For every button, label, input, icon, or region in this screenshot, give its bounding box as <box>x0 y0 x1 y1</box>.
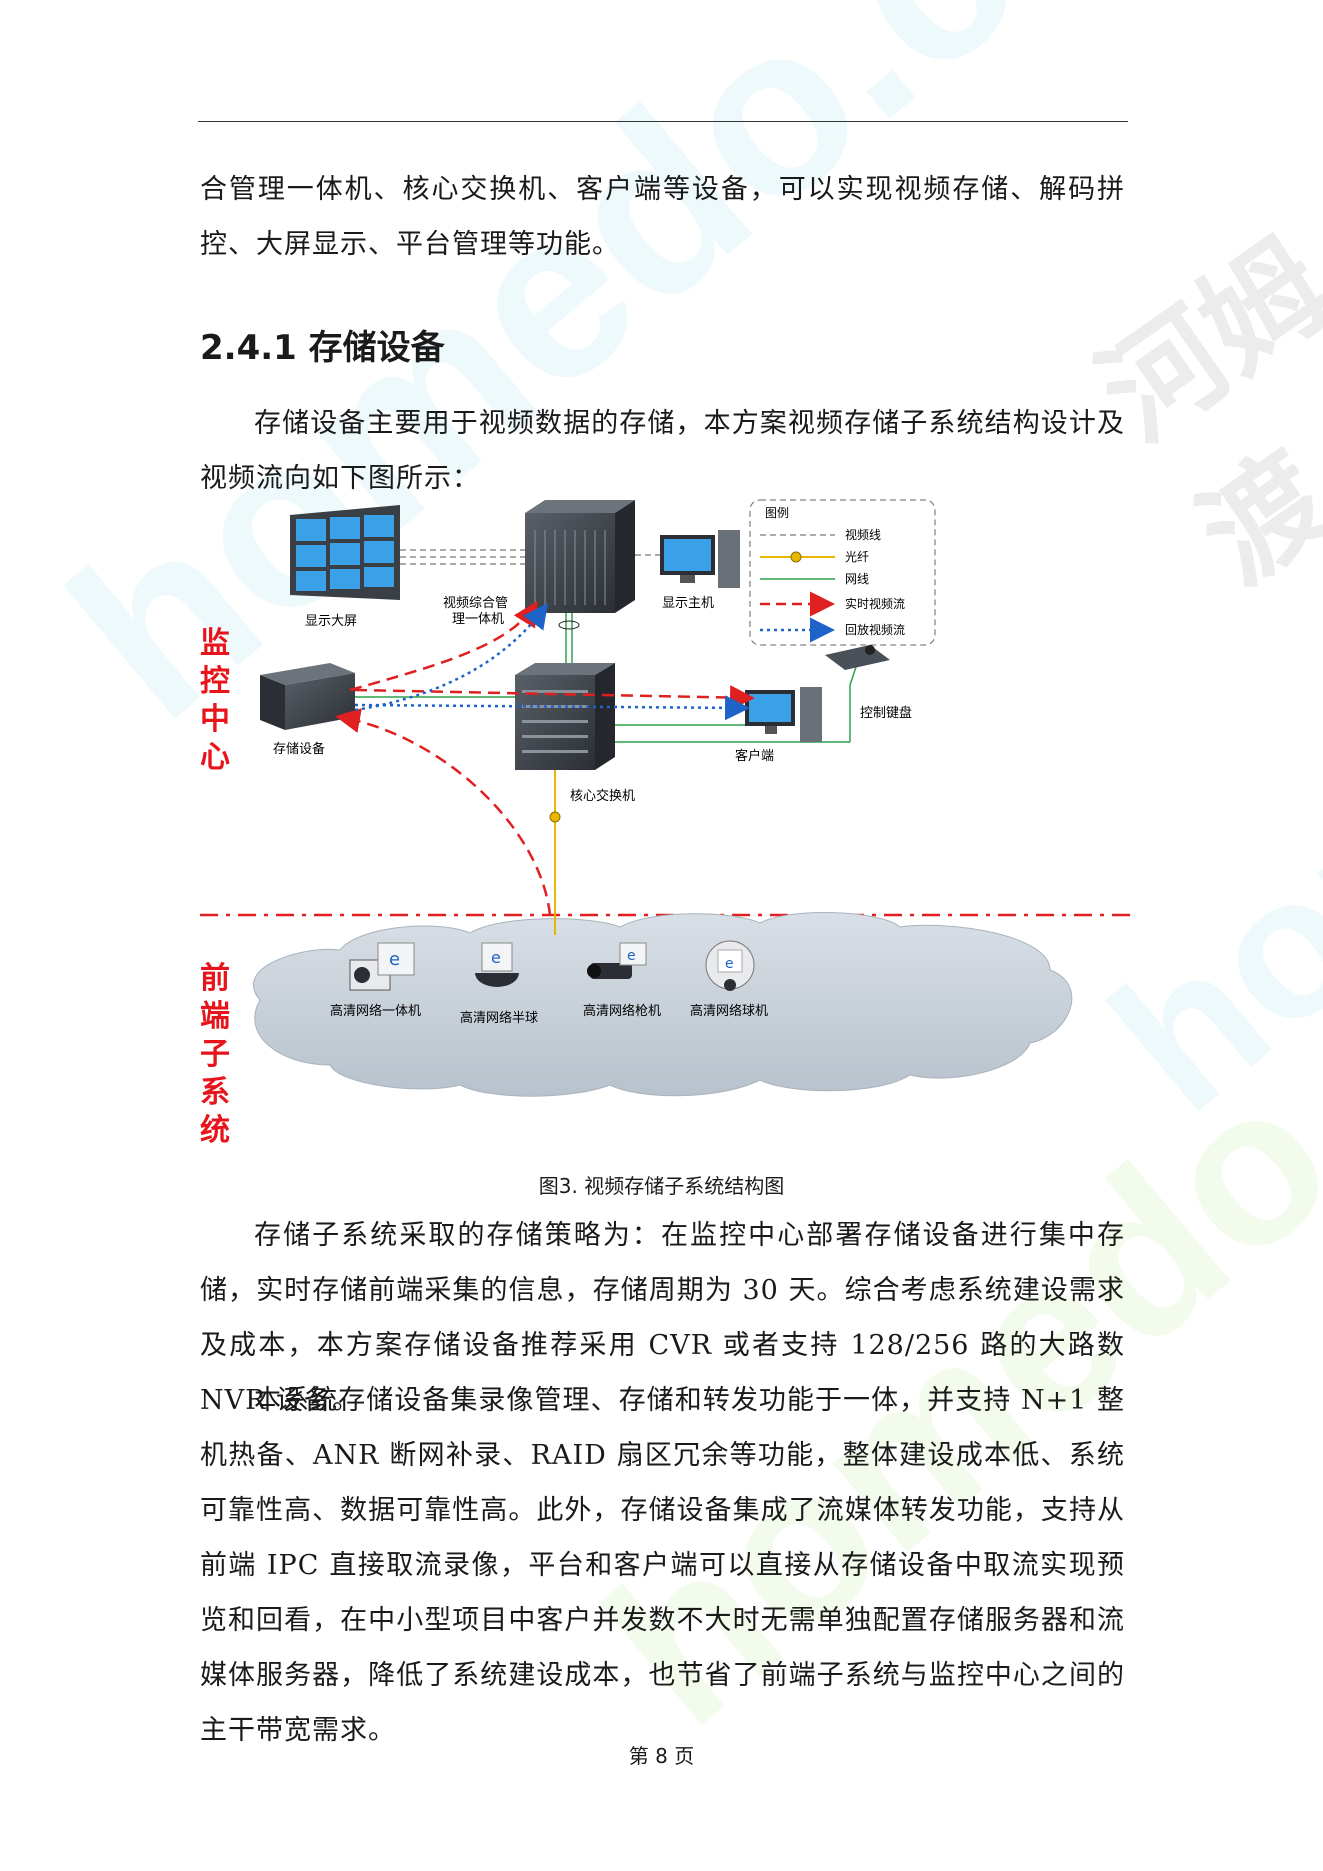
paragraph-intro: 合管理一体机、核心交换机、客户端等设备，可以实现视频存储、解码拼控、大屏显示、平… <box>200 174 1125 260</box>
camera-bullet-icon: e <box>587 942 647 979</box>
label-camera-dome: 高清网络半球 <box>460 1010 538 1026</box>
svg-text:e: e <box>389 949 400 970</box>
label-client: 客户端 <box>735 748 774 764</box>
client-pc-icon <box>745 687 822 742</box>
paragraph-storage-strategy: 存储子系统采取的存储策略为：在监控中心部署存储设备进行集中存储，实时存储前端采集… <box>200 1220 1125 1416</box>
integrated-management-unit-icon <box>525 500 635 613</box>
svg-text:光纤: 光纤 <box>845 550 869 564</box>
label-camera-speed-dome: 高清网络球机 <box>690 1003 768 1019</box>
label-display-host: 显示主机 <box>662 596 714 611</box>
figure-caption: 图3. 视频存储子系统结构图 <box>538 1174 785 1198</box>
label-storage: 存储设备 <box>273 741 325 757</box>
zone-label-monitoring-center: 监控中心 <box>200 626 230 775</box>
camera-box-icon: e <box>349 942 415 991</box>
svg-text:网线: 网线 <box>845 572 869 586</box>
front-end-cloud <box>252 911 1073 1097</box>
label-integrated-line2: 理一体机 <box>452 612 504 627</box>
display-host-icon <box>660 530 740 588</box>
label-core-switch: 核心交换机 <box>570 788 635 804</box>
svg-text:e: e <box>627 948 636 964</box>
label-camera-bullet: 高清网络枪机 <box>583 1003 661 1019</box>
page-number: 第 8 页 <box>628 1744 695 1768</box>
control-keyboard-icon <box>825 645 890 670</box>
paragraph-storage-features: 本系统存储设备集录像管理、存储和转发功能于一体，并支持 N+1 整机热备、ANR… <box>200 1385 1125 1746</box>
core-switch-icon <box>515 663 615 770</box>
header-rule <box>198 121 1128 122</box>
svg-text:e: e <box>491 948 501 967</box>
label-keyboard: 控制键盘 <box>860 705 912 721</box>
svg-text:图例: 图例 <box>765 506 789 520</box>
label-integrated-line1: 视频综合管 <box>443 596 508 611</box>
svg-text:e: e <box>725 956 734 972</box>
label-camera-box: 高清网络一体机 <box>330 1003 421 1019</box>
zone-label-front-end: 前端子系统 <box>200 961 230 1148</box>
camera-speed-dome-icon: e <box>705 940 755 991</box>
storage-subsystem-diagram: 图例 视频线 光纤 网线 实时视频流 回放视频流 <box>190 495 1140 1195</box>
label-video-wall: 显示大屏 <box>305 614 357 629</box>
svg-text:回放视频流: 回放视频流 <box>845 622 905 637</box>
storage-device-icon <box>260 663 355 730</box>
section-heading: 2.4.1 存储设备 <box>200 328 445 368</box>
svg-text:实时视频流: 实时视频流 <box>845 596 905 611</box>
svg-text:视频线: 视频线 <box>845 527 881 542</box>
video-wall-icon <box>290 505 400 600</box>
legend: 图例 视频线 光纤 网线 实时视频流 回放视频流 <box>749 499 936 646</box>
paragraph-storage-intro: 存储设备主要用于视频数据的存储，本方案视频存储子系统结构设计及视频流向如下图所示… <box>200 408 1125 494</box>
camera-dome-icon: e <box>475 942 519 987</box>
